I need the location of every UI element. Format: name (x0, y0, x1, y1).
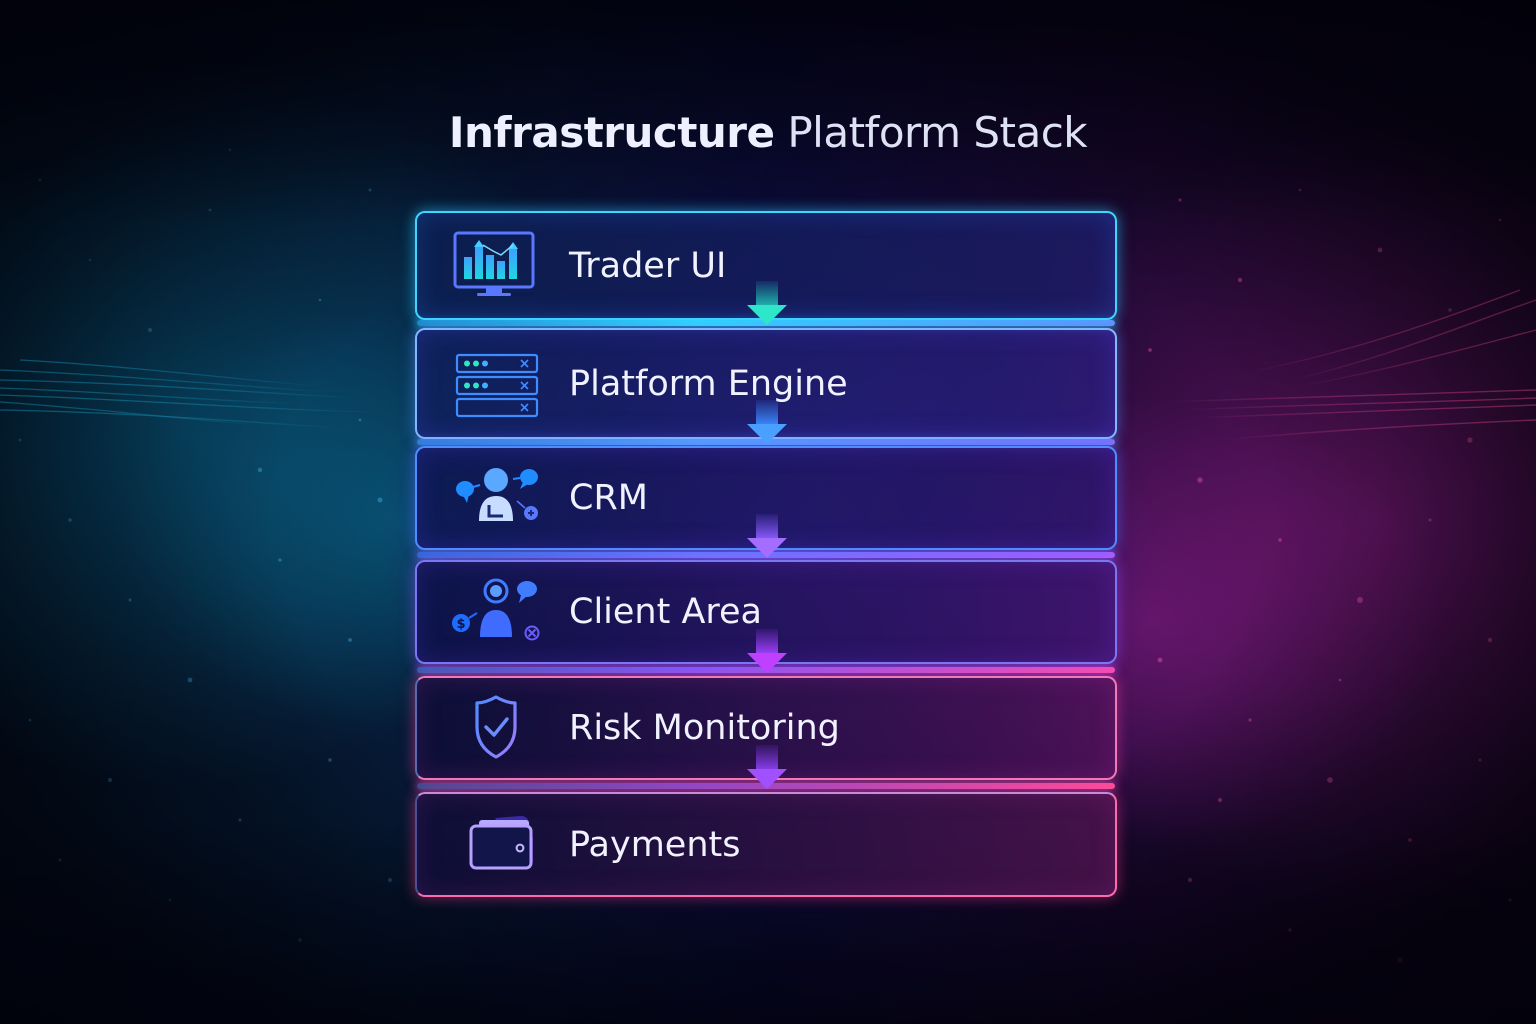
layer-label: Platform Engine (569, 363, 848, 404)
page-title: Infrastructure Platform Stack (0, 108, 1536, 157)
layer-payments[interactable]: Payments (415, 792, 1117, 897)
arrow-down-icon (747, 745, 787, 791)
platform-stack: Trader UI Platform Engine (415, 211, 1121, 901)
arrow-down-icon (747, 281, 787, 327)
layer-label: CRM (569, 478, 648, 518)
shield-check-icon (475, 695, 517, 759)
arrow-down-icon (747, 400, 787, 446)
svg-text:$: $ (456, 617, 465, 632)
server-rack-icon (455, 353, 539, 417)
arrow-down-icon (747, 514, 787, 560)
layer-label: Trader UI (569, 245, 727, 286)
arrow-down-icon (747, 629, 787, 675)
layer-label: Client Area (569, 592, 762, 632)
wallet-icon (469, 815, 533, 869)
chart-monitor-icon (453, 231, 535, 296)
layer-label: Risk Monitoring (569, 708, 840, 748)
layer-label: Payments (569, 824, 741, 865)
title-light: Platform Stack (774, 108, 1088, 157)
title-bold: Infrastructure (448, 108, 775, 157)
user-chat-icon (456, 468, 538, 521)
client-profile-icon: $ (452, 578, 540, 641)
